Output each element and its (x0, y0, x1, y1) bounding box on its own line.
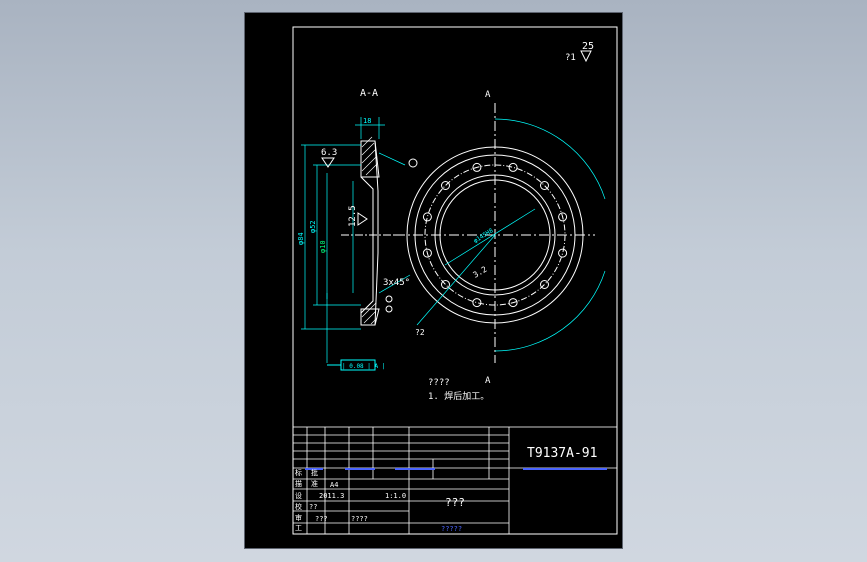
dim-bore-note: φ10 (319, 240, 327, 253)
school-name: ????? (441, 525, 462, 533)
roughness-center: 3.2 (472, 265, 489, 280)
dim-top: 18 (363, 117, 371, 125)
angle-leader (416, 234, 496, 326)
date-text: 2011.3 (319, 492, 344, 500)
scale-text: 1:1.0 (385, 492, 406, 500)
dimension-arc-lower (494, 270, 606, 352)
angle-label-left: ?2 (415, 328, 425, 337)
notes-title: ???? (428, 378, 450, 388)
title-block-label: 工 (295, 524, 302, 532)
roughness-global-icon (580, 50, 592, 63)
bolt-hole (441, 181, 450, 190)
bolt-holes (422, 162, 568, 308)
drawing-number: T9137A-91 (527, 446, 597, 461)
roughness-bore: 12.5 (348, 205, 358, 227)
bolt-hole (508, 162, 518, 172)
title-block-label: 标 (295, 468, 302, 477)
datum-mark-bottom-inner (385, 305, 393, 313)
title-block-label: 批 (311, 468, 318, 477)
bolt-hole (472, 162, 482, 172)
bolt-hole (540, 280, 549, 289)
roughness-global-prefix: ?1 (565, 53, 576, 63)
bolt-hole (441, 280, 450, 289)
dimension-arc (494, 118, 606, 200)
title-block-label: 设 (295, 491, 302, 500)
cad-viewport[interactable]: 25 ?1 A-A 18 φ84 φ10 φ52 6.3 (244, 12, 623, 549)
dim-left: φ84 (297, 232, 305, 245)
title-block-label: 描 (295, 479, 302, 488)
tolerance-frame-text: | 0.08 | A | (342, 363, 385, 370)
chamfer-label: 3x45° (383, 278, 410, 288)
part-name: ??? (445, 496, 465, 509)
row-check: ??? (315, 515, 328, 523)
bolt-hole (508, 298, 518, 308)
roughness-face: 6.3 (321, 148, 337, 158)
section-marker-bottom: A (485, 376, 491, 386)
title-block-label: 准 (311, 479, 318, 488)
dim-inner-left: φ52 (309, 220, 317, 233)
engineering-drawing: 25 ?1 A-A 18 φ84 φ10 φ52 6.3 (292, 26, 618, 535)
roughness-global-value: 25 (582, 41, 594, 52)
bolt-hole (422, 248, 432, 258)
bolt-hole (558, 248, 568, 258)
section-dimensions (301, 117, 411, 363)
bolt-hole (540, 181, 549, 190)
title-block-label: 审 (295, 513, 302, 522)
roughness-bore-icon (357, 212, 368, 226)
row-approve: ???? (351, 515, 368, 523)
roughness-face-icon (321, 157, 335, 168)
notes-line1: 1. 焊后加工。 (428, 390, 489, 402)
title-block-color-row (305, 468, 607, 470)
title-block (292, 426, 618, 535)
section-marker-top: A (485, 90, 491, 100)
diameter-leader (444, 208, 536, 266)
section-title: A-A (360, 88, 378, 99)
row-design: ?? (309, 503, 317, 511)
section-outline (360, 140, 379, 326)
datum-mark-bottom (385, 295, 393, 303)
flange-front-view: A A φ145H8 ?2 3.2 (395, 90, 606, 386)
bolt-hole (558, 212, 568, 222)
bolt-hole (472, 298, 482, 308)
datum-mark-top (408, 158, 418, 168)
paper-size: A4 (330, 481, 338, 489)
bolt-hole (422, 212, 432, 222)
section-hatching (361, 136, 378, 325)
title-block-label: 校 (295, 502, 302, 511)
hatched-block-bottom (360, 308, 380, 326)
